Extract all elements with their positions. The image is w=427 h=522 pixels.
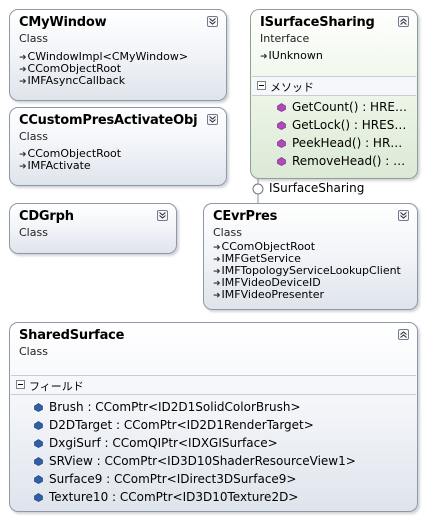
class-shape-ccustompresactivateobj[interactable]: CCustomPresActivateObj Class ➜CComObject… bbox=[9, 107, 227, 186]
field-item[interactable]: D2DTarget : CComPtr<ID2D1RenderTarget> bbox=[34, 418, 314, 432]
shape-title: CCustomPresActivateObj bbox=[19, 113, 198, 128]
inheritance-item: ➜CWindowImpl<CMyWindow> bbox=[19, 50, 189, 64]
expand-toggle-icon[interactable] bbox=[207, 16, 218, 27]
field-icon bbox=[34, 457, 43, 466]
inherit-arrow-icon: ➜ bbox=[213, 279, 221, 289]
inherit-arrow-icon: ➜ bbox=[260, 52, 268, 62]
field-icon bbox=[34, 439, 43, 448]
inheritance-item: ➜IMFVideoDeviceID bbox=[213, 276, 321, 290]
field-item[interactable]: Texture10 : CComPtr<ID3D10Texture2D> bbox=[34, 490, 298, 504]
inheritance-item: ➜IMFGetService bbox=[213, 252, 301, 266]
shape-title: CEvrPres bbox=[213, 209, 278, 224]
field-icon bbox=[34, 421, 43, 430]
inherit-arrow-icon: ➜ bbox=[19, 150, 27, 160]
shape-title: SharedSurface bbox=[19, 328, 125, 343]
inherit-arrow-icon: ➜ bbox=[19, 53, 27, 63]
field-item[interactable]: Brush : CComPtr<ID2D1SolidColorBrush> bbox=[34, 400, 301, 414]
methods-compartment-header[interactable]: メソッド bbox=[252, 76, 416, 96]
inheritance-item: ➜IMFAsyncCallback bbox=[19, 74, 126, 88]
shape-title: CDGrph bbox=[19, 209, 74, 224]
inheritance-item: ➜IMFTopologyServiceLookupClient bbox=[213, 264, 401, 278]
inherit-arrow-icon: ➜ bbox=[19, 77, 27, 87]
class-shape-sharedsurface[interactable]: SharedSurface Class フィールド Brush : CComPt… bbox=[9, 322, 418, 512]
field-icon bbox=[34, 493, 43, 502]
inheritance-item: ➜IMFVideoPresenter bbox=[213, 288, 324, 302]
lollipop-label: ISurfaceSharing bbox=[269, 181, 365, 195]
shape-kind: Class bbox=[213, 226, 242, 239]
field-icon bbox=[34, 475, 43, 484]
shape-title: CMyWindow bbox=[19, 15, 107, 30]
collapse-box-icon[interactable] bbox=[257, 81, 266, 90]
method-icon bbox=[277, 157, 286, 166]
inheritance-item: ➜IMFActivate bbox=[19, 159, 91, 173]
expand-toggle-icon[interactable] bbox=[398, 210, 409, 221]
expand-toggle-icon[interactable] bbox=[157, 210, 168, 221]
field-icon bbox=[34, 403, 43, 412]
method-item[interactable]: GetLock() : HRES… bbox=[277, 118, 406, 132]
method-icon bbox=[277, 103, 286, 112]
inherit-arrow-icon: ➜ bbox=[19, 162, 27, 172]
interface-shape-isurfacesharing[interactable]: ISurfaceSharing Interface ➜IUnknown メソッド… bbox=[250, 9, 418, 179]
shape-kind: Class bbox=[19, 226, 48, 239]
method-icon bbox=[277, 139, 286, 148]
method-icon bbox=[277, 121, 286, 130]
method-item[interactable]: PeekHead() : HR… bbox=[277, 136, 402, 150]
class-shape-cevrpres[interactable]: CEvrPres Class ➜CComObjectRoot ➜IMFGetSe… bbox=[203, 203, 418, 310]
collapse-toggle-icon[interactable] bbox=[398, 16, 409, 27]
class-shape-cmywindow[interactable]: CMyWindow Class ➜CWindowImpl<CMyWindow> … bbox=[9, 9, 227, 101]
inheritance-item: ➜CComObjectRoot bbox=[213, 240, 316, 254]
shape-title: ISurfaceSharing bbox=[260, 15, 375, 30]
collapse-toggle-icon[interactable] bbox=[398, 329, 409, 340]
method-item[interactable]: RemoveHead() : … bbox=[277, 154, 405, 168]
inherit-arrow-icon: ➜ bbox=[213, 255, 221, 265]
collapse-box-icon[interactable] bbox=[16, 380, 25, 389]
fields-compartment-header[interactable]: フィールド bbox=[11, 375, 416, 395]
expand-toggle-icon[interactable] bbox=[207, 114, 218, 125]
inherit-arrow-icon: ➜ bbox=[213, 267, 221, 277]
inherit-arrow-icon: ➜ bbox=[19, 65, 27, 75]
shape-kind: Class bbox=[19, 32, 48, 45]
inheritance-item: ➜IUnknown bbox=[260, 49, 323, 63]
method-item[interactable]: GetCount() : HRE… bbox=[277, 100, 407, 114]
shape-kind: Class bbox=[19, 345, 48, 358]
inherit-arrow-icon: ➜ bbox=[213, 291, 221, 301]
field-item[interactable]: DxgiSurf : CComQIPtr<IDXGISurface> bbox=[34, 436, 278, 450]
shape-kind: Class bbox=[19, 130, 48, 143]
inheritance-item: ➜CComObjectRoot bbox=[19, 147, 122, 161]
inherit-arrow-icon: ➜ bbox=[213, 243, 221, 253]
inheritance-item: ➜CComObjectRoot bbox=[19, 62, 122, 76]
class-shape-cdgrph[interactable]: CDGrph Class bbox=[9, 203, 177, 254]
field-item[interactable]: SRView : CComPtr<ID3D10ShaderResourceVie… bbox=[34, 454, 356, 468]
field-item[interactable]: Surface9 : CComPtr<IDirect3DSurface9> bbox=[34, 472, 297, 486]
shape-kind: Interface bbox=[260, 32, 310, 45]
